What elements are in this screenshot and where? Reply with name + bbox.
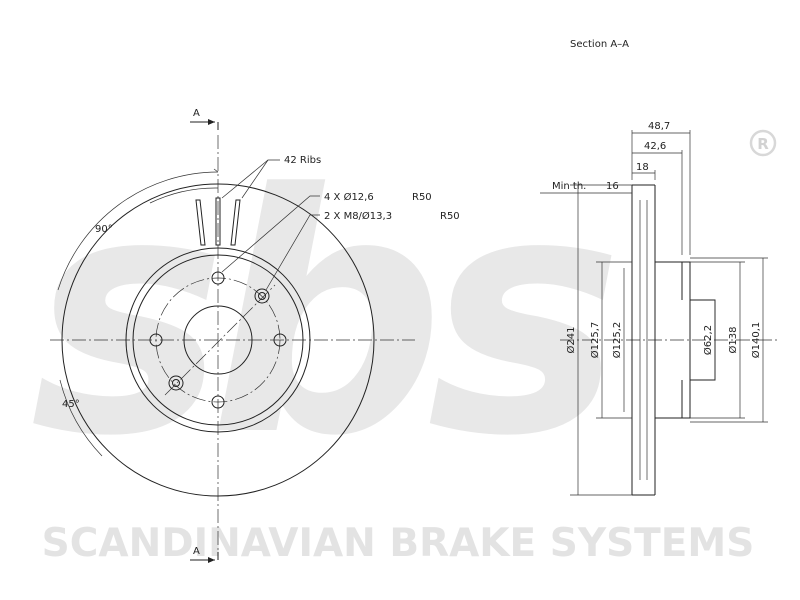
dim-overall-height: 48,7 xyxy=(648,121,670,132)
threaded-holes-label: 2 X M8/Ø13,3 xyxy=(324,210,392,222)
min-thickness-value: 16 xyxy=(606,181,619,192)
dim-hat-height: 42,6 xyxy=(644,141,666,152)
section-marker-bottom: A xyxy=(193,546,200,557)
front-view: A A 42 Ribs 4 X Ø12,6 R50 2 X M8/Ø13,3 R… xyxy=(50,108,460,563)
angle-90-arc xyxy=(57,171,219,291)
threaded-holes-radius: R50 xyxy=(440,211,460,222)
angle-45-arc xyxy=(59,379,103,457)
angle-90-label: 90° xyxy=(95,224,113,235)
threaded-hole-2 xyxy=(168,375,184,391)
bolt-hole-left xyxy=(149,333,163,347)
company-name-watermark: SCANDINAVIAN BRAKE SYSTEMS xyxy=(42,521,755,566)
dia-center-bore: Ø62,2 xyxy=(702,325,714,355)
watermark-logo-text: sbs xyxy=(30,124,612,508)
rib-arc xyxy=(149,187,219,204)
section-marker-top: A xyxy=(193,108,200,119)
bolt-holes-leader xyxy=(221,195,320,273)
disc-outer-edge xyxy=(61,183,375,497)
diagonal-center-line xyxy=(164,284,276,396)
hat-outer-edge xyxy=(132,254,304,426)
registered-mark-letter: R xyxy=(757,135,769,153)
threaded-hole-1 xyxy=(254,288,270,304)
dia-hat-max: Ø140,1 xyxy=(750,322,762,359)
dia-outer: Ø241 xyxy=(565,327,577,354)
friction-ring-outline xyxy=(631,184,656,496)
registered-mark: R xyxy=(749,129,777,157)
threaded-holes-leader xyxy=(265,214,320,291)
bolt-circle xyxy=(155,277,281,403)
dia-hat-mid: Ø138 xyxy=(727,327,739,354)
min-thickness-label: Min th. xyxy=(552,181,586,192)
center-bore xyxy=(183,305,253,375)
threaded-hole-1-inner xyxy=(258,292,266,300)
ribs-label: 42 Ribs xyxy=(284,155,321,166)
dia-friction-inner: Ø125,7 xyxy=(589,322,601,359)
section-view: Section A–A 48,7 42,6 18 Min th. 16 Ø241 xyxy=(540,39,780,496)
bolt-hole-bottom xyxy=(211,395,225,409)
angle-45-label: 45° xyxy=(62,399,80,410)
cooling-ribs xyxy=(195,197,241,246)
threaded-hole-2-inner xyxy=(172,379,180,387)
bolt-hole-top xyxy=(211,271,225,285)
dia-hat-outer: Ø125,2 xyxy=(611,322,623,359)
vent-channel xyxy=(639,200,648,480)
bolt-hole-right xyxy=(273,333,287,347)
bolt-holes-radius: R50 xyxy=(412,192,432,203)
section-title: Section A–A xyxy=(570,39,629,50)
friction-inner-edge xyxy=(125,247,311,433)
hat-outline xyxy=(655,261,691,419)
sbs-watermark-logo: sbs xyxy=(30,124,630,508)
bolt-holes-label: 4 X Ø12,6 xyxy=(324,191,374,203)
dim-disc-thickness: 18 xyxy=(636,162,649,173)
ribs-leader-2 xyxy=(241,159,269,199)
